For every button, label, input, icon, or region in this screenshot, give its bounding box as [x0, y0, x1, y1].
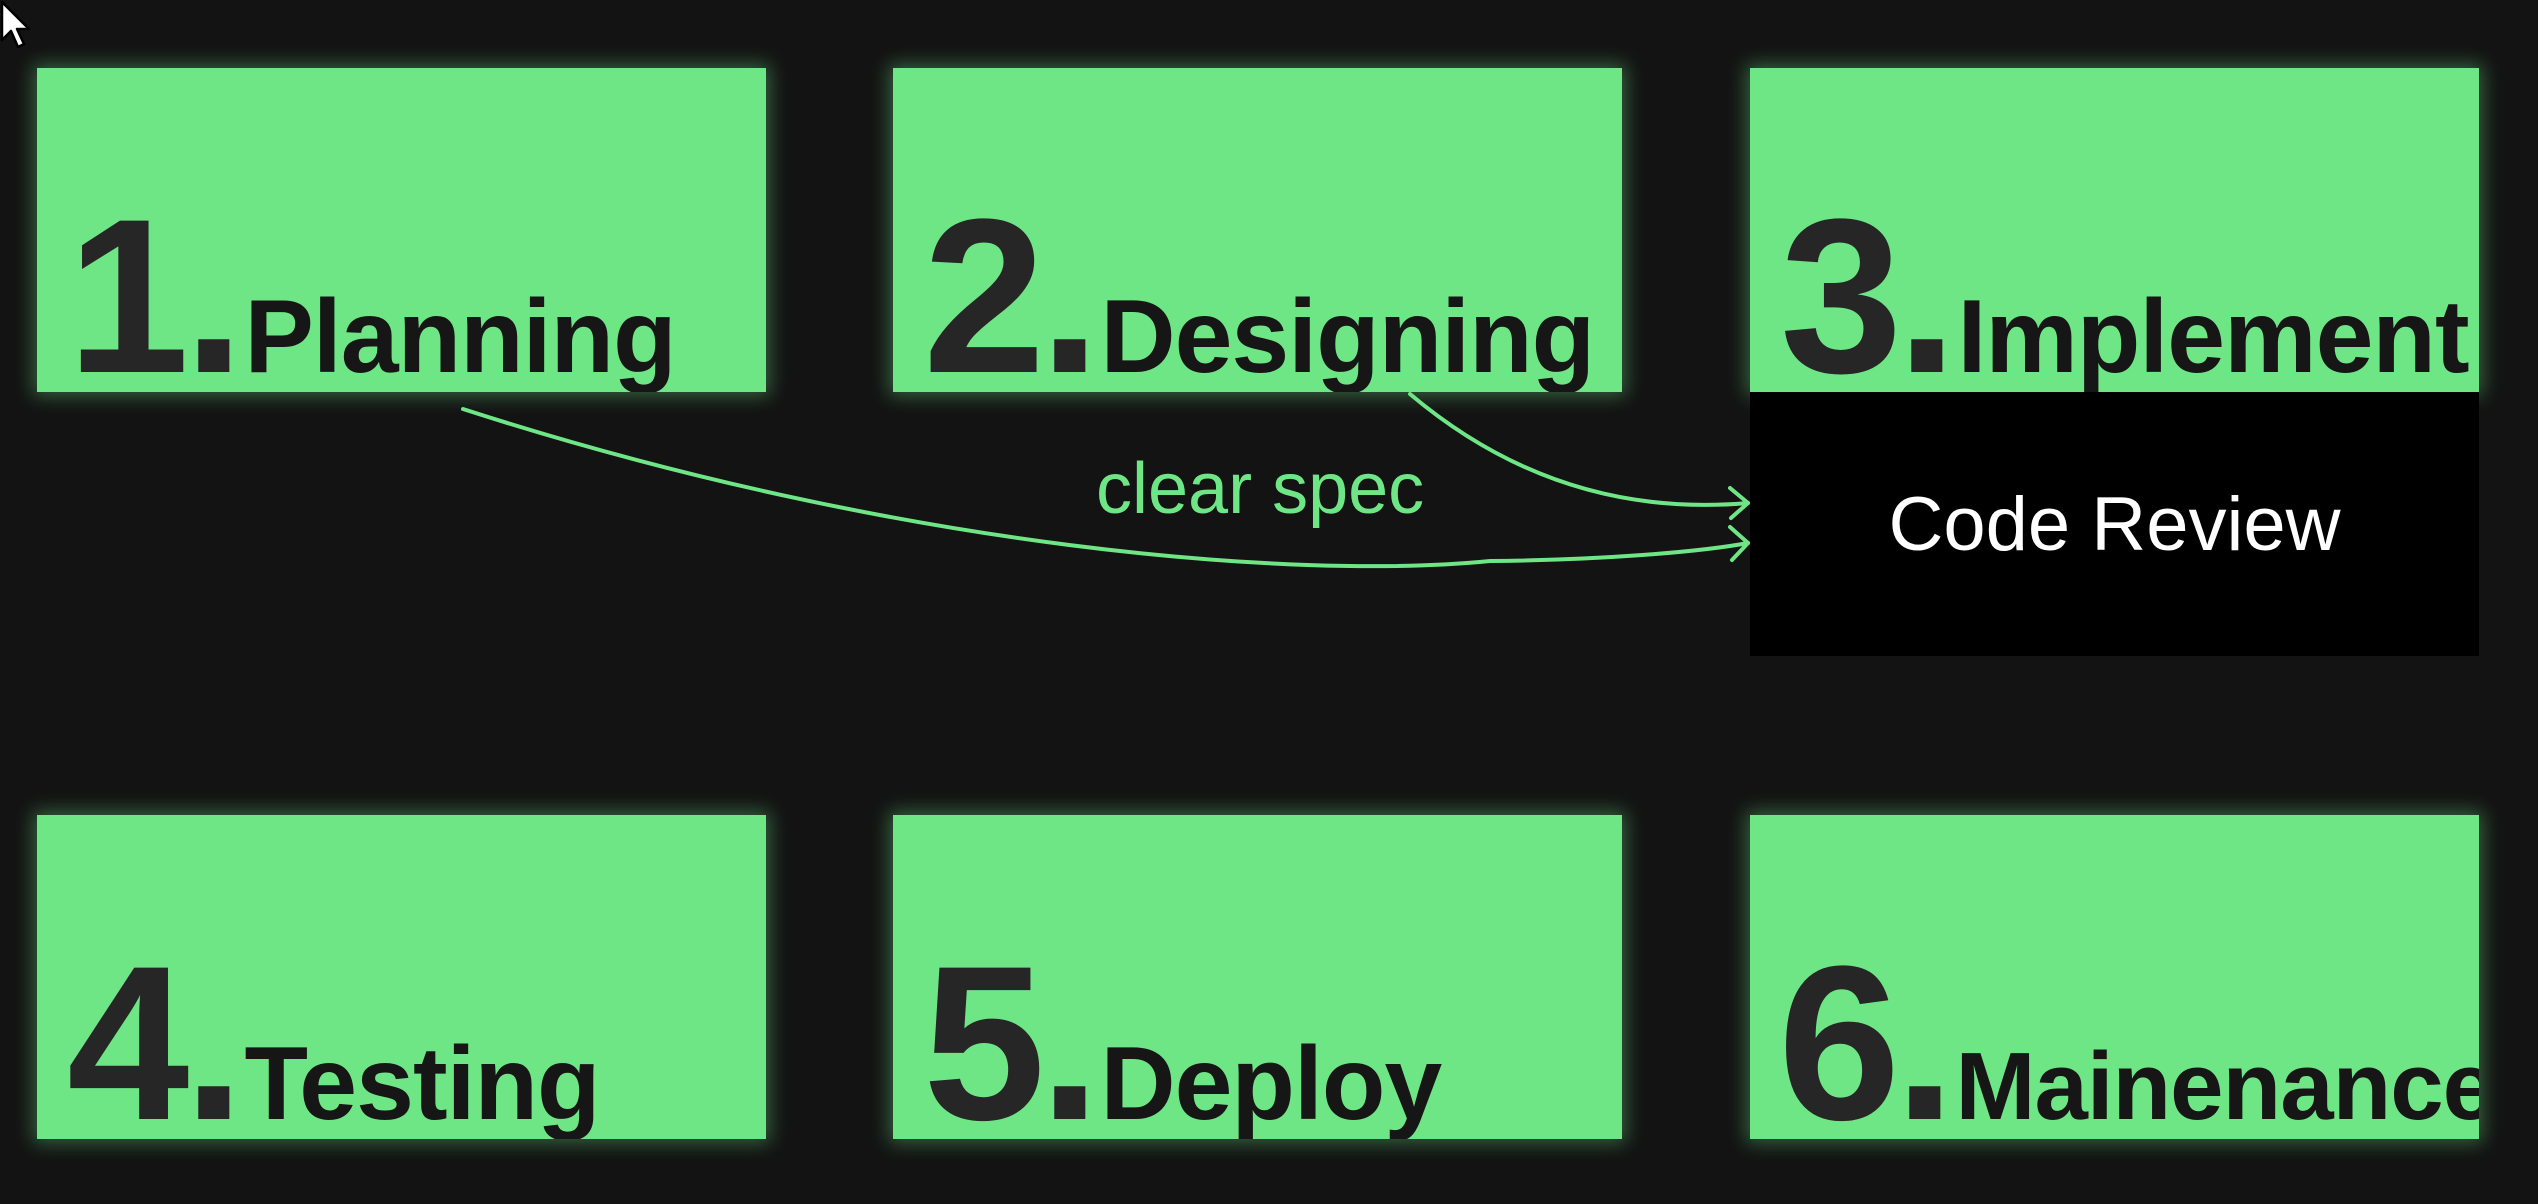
- step-implement-content: 3. Implement: [1780, 173, 2470, 392]
- code-review-label: Code Review: [1888, 481, 2341, 567]
- step-testing-label: Testing: [244, 1026, 600, 1139]
- step-maintenance-content: 6. Mainenance: [1778, 933, 2479, 1139]
- mouse-pointer-icon: [0, 0, 31, 49]
- step-testing-content: 4. Testing: [67, 920, 601, 1139]
- step-planning-content: 1. Planning: [67, 173, 677, 392]
- step-implement-box[interactable]: 3. Implement: [1750, 68, 2479, 392]
- step-maintenance-number: 6.: [1778, 920, 1956, 1139]
- step-deploy-number: 5.: [923, 920, 1101, 1139]
- arrow-designing-to-review[interactable]: [1408, 392, 1750, 507]
- step-designing-content: 2. Designing: [923, 173, 1595, 392]
- step-maintenance-box[interactable]: 6. Mainenance: [1750, 815, 2479, 1139]
- step-planning-number: 1.: [67, 173, 245, 392]
- edge-label-clear-spec[interactable]: clear spec: [1096, 449, 1425, 529]
- step-designing-box[interactable]: 2. Designing: [893, 68, 1622, 392]
- arrow-designing-to-review-head: [1728, 486, 1750, 520]
- step-testing-box[interactable]: 4. Testing: [37, 815, 766, 1139]
- step-implement-number: 3.: [1780, 173, 1958, 392]
- step-deploy-box[interactable]: 5. Deploy: [893, 815, 1622, 1139]
- step-maintenance-label: Mainenance: [1955, 1033, 2479, 1139]
- step-planning-box[interactable]: 1. Planning: [37, 68, 766, 392]
- step-implement-label: Implement: [1957, 279, 2469, 392]
- arrow-planning-to-review-head: [1728, 525, 1750, 562]
- step-deploy-content: 5. Deploy: [923, 920, 1442, 1139]
- step-designing-number: 2.: [923, 173, 1101, 392]
- code-review-box[interactable]: Code Review: [1750, 392, 2479, 656]
- step-testing-number: 4.: [67, 920, 245, 1139]
- step-deploy-label: Deploy: [1100, 1026, 1442, 1139]
- step-planning-label: Planning: [244, 279, 676, 392]
- step-designing-label: Designing: [1100, 279, 1595, 392]
